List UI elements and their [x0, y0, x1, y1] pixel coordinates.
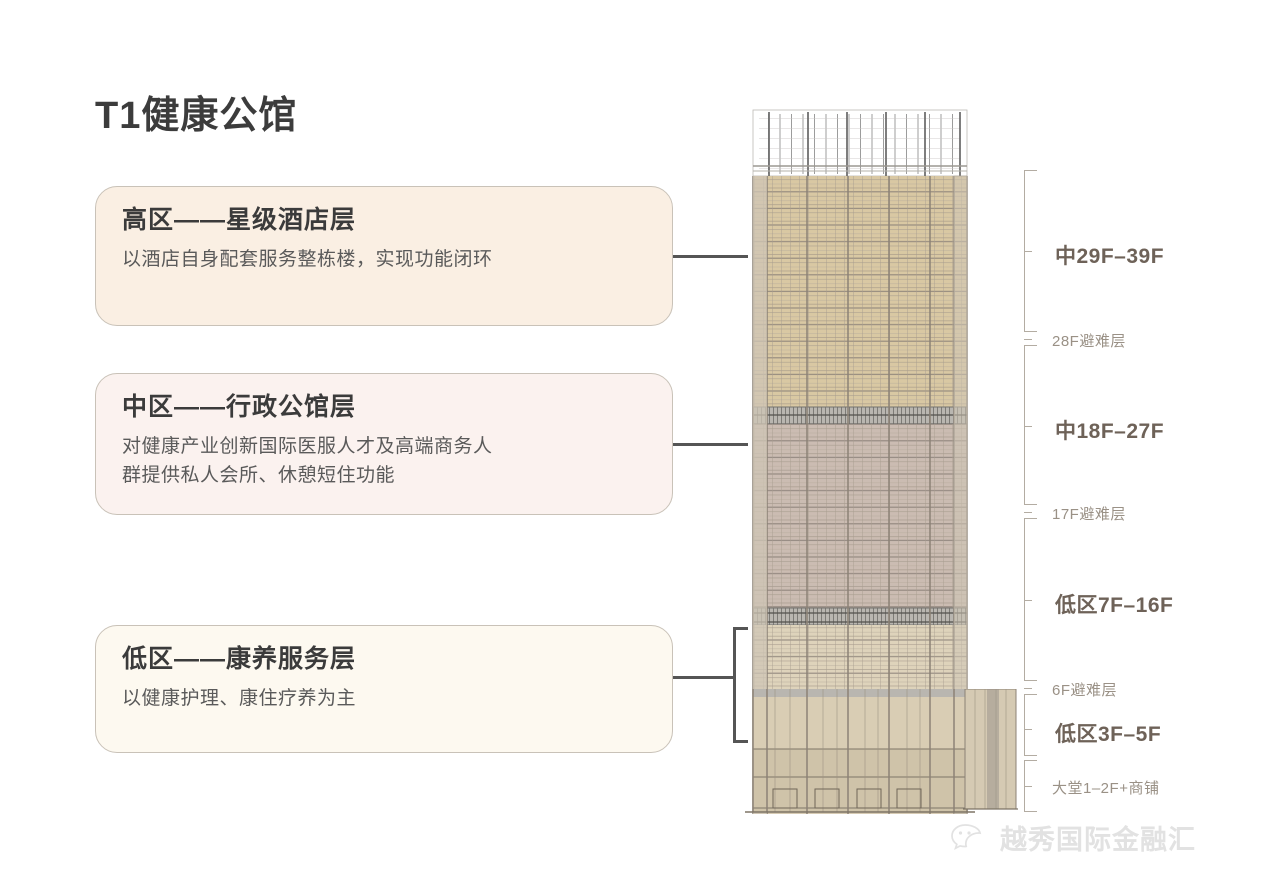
bracket-tick-refuge-28f: [1024, 339, 1032, 341]
info-card-high-zone[interactable]: 高区——星级酒店层 以酒店自身配套服务整栋楼，实现功能闭环: [95, 186, 673, 326]
card-desc-low-zone: 以健康护理、康住疗养为主: [122, 684, 646, 713]
zone-label-refuge-17f: 17F避难层: [1052, 506, 1126, 523]
zone-label-high: 中29F–39F: [1055, 245, 1165, 268]
info-card-mid-zone[interactable]: 中区——行政公馆层 对健康产业创新国际医服人才及高端商务人 群提供私人会所、休憩…: [95, 373, 673, 515]
band-refuge-17f: [752, 607, 968, 626]
card-desc-line: 以酒店自身配套服务整栋楼，实现功能闭环: [122, 249, 493, 270]
bracket-tick-lobby: [1024, 786, 1032, 788]
zone-label-low-upper: 低区7F–16F: [1055, 594, 1174, 617]
bracket-tick-refuge-17f: [1024, 512, 1032, 514]
annexe-svg: [963, 688, 1018, 810]
connector-low-zone-spine: [733, 627, 736, 742]
connector-mid-zone: [673, 443, 748, 446]
building-annexe: [963, 688, 1018, 814]
bracket-low-zone-lower: [1024, 694, 1037, 756]
connector-low-zone-arm-upper: [733, 627, 753, 630]
watermark-text: 越秀国际金融汇: [1000, 825, 1196, 855]
zone-label-mid: 中18F–27F: [1055, 420, 1165, 443]
podium-svg: [745, 689, 975, 813]
bracket-tick-mid-zone: [1024, 426, 1032, 428]
connector-high-zone: [673, 255, 748, 258]
bay-pier-fills: [753, 176, 967, 814]
card-desc-line: 对健康产业创新国际医服人才及高端商务人: [122, 436, 493, 457]
info-card-low-zone[interactable]: 低区——康养服务层 以健康护理、康住疗养为主: [95, 625, 673, 753]
zone-label-refuge-28f: 28F避难层: [1052, 333, 1126, 350]
connector-low-zone-stem: [673, 676, 735, 679]
building-podium: [745, 689, 975, 814]
card-title-high-zone: 高区——星级酒店层: [122, 206, 357, 234]
card-desc-line: 群提供私人会所、休憩短住功能: [122, 465, 396, 487]
bracket-mid-zone: [1024, 345, 1037, 505]
bracket-tick-high-zone: [1024, 251, 1032, 253]
card-title-low-zone: 低区——康养服务层: [122, 645, 357, 673]
connector-low-zone-arm-lower: [733, 740, 753, 743]
watermark: 越秀国际金融汇: [950, 818, 1196, 857]
zone-label-refuge-6f: 6F避难层: [1052, 682, 1118, 699]
card-title-mid-zone: 中区——行政公馆层: [122, 393, 357, 421]
card-desc-line: 以健康护理、康住疗养为主: [122, 688, 357, 709]
zone-label-lobby: 大堂1–2F+商铺: [1052, 780, 1160, 797]
page-title: T1健康公馆: [95, 95, 298, 137]
band-high-zone: [753, 176, 967, 407]
wechat-icon: [950, 822, 990, 854]
bracket-low-zone-upper: [1024, 518, 1037, 681]
bracket-tick-low-zone-upper: [1024, 600, 1032, 602]
zone-label-low-lower: 低区3F–5F: [1055, 723, 1162, 746]
card-desc-high-zone: 以酒店自身配套服务整栋楼，实现功能闭环: [122, 245, 646, 274]
band-mid-zone: [753, 424, 967, 608]
band-refuge-28f: [752, 406, 968, 425]
bracket-tick-low-zone-lower: [1024, 729, 1032, 731]
card-desc-mid-zone: 对健康产业创新国际医服人才及高端商务人 群提供私人会所、休憩短住功能: [122, 432, 646, 491]
band-crown: [752, 109, 968, 177]
bracket-tick-refuge-6f: [1024, 688, 1032, 690]
